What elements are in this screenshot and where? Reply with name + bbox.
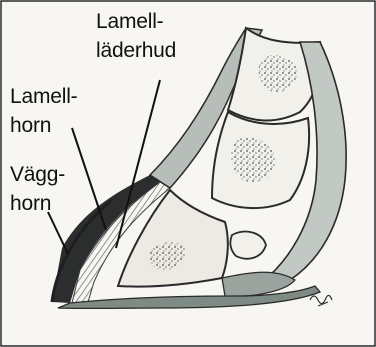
label-lamell-horn-line1: Lamell- [10,84,77,109]
label-lamell-laderhud-line1: Lamell- [96,9,163,34]
label-lamell-horn-line2: horn [10,113,51,138]
navicular-bone [230,232,266,259]
label-vagg-horn-line2: horn [10,191,51,216]
label-vagg-horn-line1: Vägg- [10,162,65,187]
label-lamell-laderhud-line2: läderhud [96,38,176,63]
